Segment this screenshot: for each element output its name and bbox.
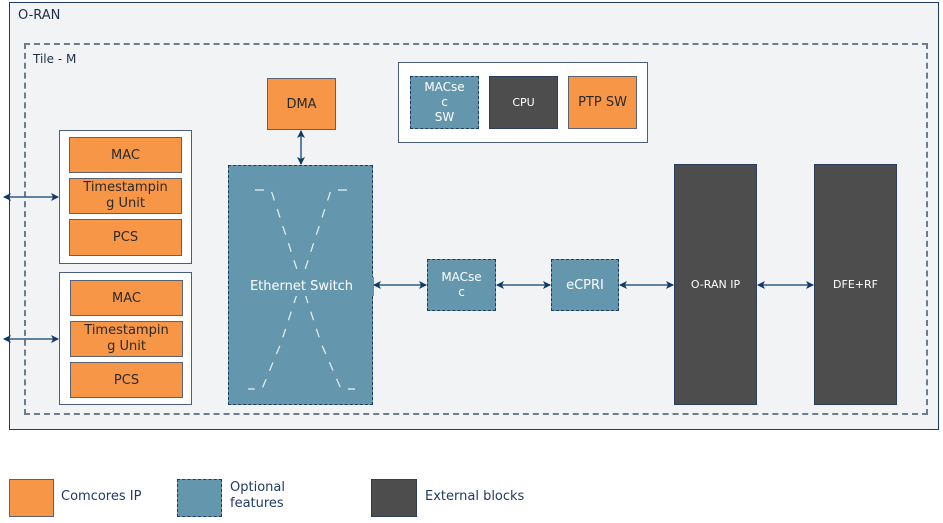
mac-block-1[interactable]: MAC <box>69 137 182 173</box>
macsec-sw-label: MACse c SW <box>424 80 465 124</box>
pcs-block-1[interactable]: PCS <box>69 219 182 256</box>
legend-label-comcores-ip: Comcores IP <box>61 489 142 504</box>
pcs-label-1: PCS <box>112 230 139 245</box>
mac-block-2[interactable]: MAC <box>70 280 183 316</box>
legend-swatch-comcores-ip <box>9 479 54 517</box>
oran-ip-block[interactable]: O-RAN IP <box>674 164 757 405</box>
timestamping-unit-label-2: Timestampin g Unit <box>84 323 169 354</box>
ecpri-label: eCPRI <box>566 277 604 293</box>
legend-swatch-optional <box>177 479 222 517</box>
ethernet-switch-label: Ethernet Switch <box>229 277 374 296</box>
tile-m-region <box>24 43 928 415</box>
ptp-sw-block[interactable]: PTP SW <box>568 76 637 129</box>
dma-label: DMA <box>286 96 317 112</box>
mac-label-2: MAC <box>112 290 141 306</box>
tile-m-label: Tile - M <box>33 52 77 66</box>
timestamping-unit-label-1: Timestampin g Unit <box>83 180 168 211</box>
pcs-label-2: PCS <box>113 372 140 388</box>
timestamping-unit-block-1[interactable]: Timestampin g Unit <box>69 178 182 214</box>
dma-block[interactable]: DMA <box>267 78 336 130</box>
legend-label-external: External blocks <box>425 489 525 504</box>
mac-label-1: MAC <box>111 147 140 163</box>
dfe-rf-label: DFE+RF <box>833 278 878 291</box>
oran-label: O-RAN <box>18 8 61 23</box>
cpu-label: CPU <box>512 96 535 109</box>
legend-swatch-external <box>371 479 417 517</box>
dfe-rf-block[interactable]: DFE+RF <box>814 164 897 405</box>
ethernet-switch-block[interactable]: Ethernet Switch <box>228 165 374 405</box>
ptp-sw-label: PTP SW <box>578 95 627 110</box>
legend-label-optional: Optional features <box>230 480 285 511</box>
cpu-block[interactable]: CPU <box>489 76 558 129</box>
macsec-block[interactable]: MACse c <box>427 259 496 311</box>
macsec-sw-block[interactable]: MACse c SW <box>410 76 479 129</box>
oran-ip-label: O-RAN IP <box>690 278 741 291</box>
timestamping-unit-block-2[interactable]: Timestampin g Unit <box>70 321 183 357</box>
macsec-label: MACse c <box>441 270 482 299</box>
pcs-block-2[interactable]: PCS <box>70 362 183 398</box>
ecpri-block[interactable]: eCPRI <box>551 259 619 311</box>
